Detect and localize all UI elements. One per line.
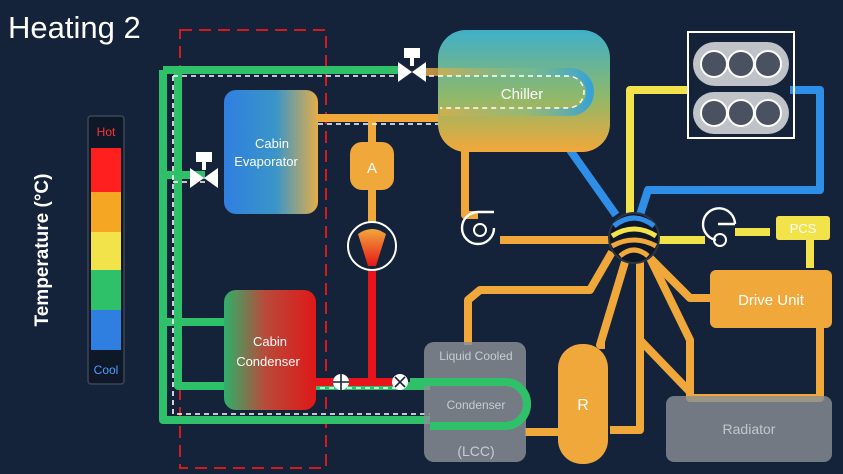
lcc-label-1: Liquid Cooled (439, 349, 512, 363)
drive-unit-label: Drive Unit (738, 292, 805, 309)
chiller-label: Chiller (501, 86, 544, 103)
evaporator-expansion-valve (190, 152, 218, 188)
coolant-r-return (610, 250, 644, 434)
valve-actuator-icon (404, 48, 420, 58)
coolant-pump-right (701, 207, 737, 247)
pcs-body (776, 216, 830, 240)
battery-cell-icon (700, 99, 728, 127)
valve-right-icon (412, 62, 426, 82)
valve-left-icon (398, 62, 412, 82)
legend-swatch-mild (91, 232, 121, 270)
legend-swatch-warm (91, 192, 121, 232)
refrigerant-green-outer (159, 70, 430, 424)
coolant-chiller-to-valve-blue (566, 147, 620, 218)
battery-cell-icon (700, 50, 728, 78)
cabin-evaporator-body (224, 90, 318, 214)
pump-icon (460, 210, 496, 246)
battery-cell-icon (754, 50, 782, 78)
battery-yellow-supply (626, 86, 688, 215)
battery-frame (687, 31, 795, 139)
coolant-loops (461, 86, 824, 436)
cabin-condenser-label-2: Condenser (236, 354, 300, 369)
valve-actuator-icon (196, 152, 212, 162)
lcc-label-2: Condenser (447, 398, 506, 412)
radiator-body (666, 396, 832, 462)
cabin-condenser: Cabin Condenser (224, 290, 316, 410)
temperature-legend: Hot Cool Temperature (°C) (32, 115, 125, 385)
chiller-body (438, 30, 610, 152)
pump-icon (701, 207, 737, 242)
legend-swatch-cold (91, 310, 121, 350)
battery-cell-icon (754, 99, 782, 127)
valve-right-icon (204, 168, 218, 188)
chiller: Chiller (420, 30, 610, 152)
refrigerant-flow-dashes (172, 75, 430, 415)
legend-axis-label: Temperature (°C) (32, 174, 53, 327)
cabin-evaporator: Cabin Evaporator (224, 90, 318, 214)
lcc-label-3: (LCC) (457, 443, 494, 459)
octovalve (608, 212, 660, 264)
coolant-chiller-to-pump (461, 150, 478, 219)
chiller-expansion-valve (398, 48, 426, 82)
compressor-icon (358, 229, 386, 266)
battery-blue-return (636, 86, 824, 217)
legend-cool-label: Cool (94, 363, 119, 377)
cabin-evaporator-label-2: Evaporator (234, 154, 298, 169)
coolant-pump-left (460, 210, 496, 246)
drive-unit: Drive Unit (710, 270, 832, 328)
pcs-label: PCS (790, 221, 817, 236)
lcc-body (424, 342, 526, 462)
liquid-cooled-condenser: Liquid Cooled Condenser (LCC) (410, 342, 531, 462)
cabin-hvac-outline (179, 29, 327, 469)
coolant-valve-to-lcc (464, 249, 616, 345)
radiator-label: Radiator (723, 421, 776, 437)
battery-cell-icon (727, 50, 755, 78)
reservoir-label: R (577, 397, 589, 414)
valve-left-icon (190, 168, 204, 188)
cabin-evaporator-label-1: Cabin (255, 136, 289, 151)
accumulator-label: A (367, 160, 377, 177)
cabin-condenser-body (224, 290, 316, 410)
battery-cell-icon (727, 99, 755, 127)
cabin-condenser-label-1: Cabin (253, 334, 287, 349)
battery-pack (687, 31, 795, 139)
red-line-valves (333, 374, 408, 390)
drive-unit-body (710, 270, 832, 328)
pcs: PCS (776, 216, 830, 240)
reservoir: R (558, 344, 608, 464)
coolant-valve-to-r (596, 260, 629, 349)
lcc-coil (410, 378, 531, 430)
legend-hot-label: Hot (97, 125, 116, 139)
legend-swatch-hot (91, 148, 121, 192)
reservoir-body (558, 344, 608, 464)
chiller-coil (420, 68, 594, 116)
accumulator-body (350, 142, 394, 190)
chiller-coil-dashes (420, 75, 585, 109)
coolant-drive-return (647, 255, 710, 302)
accumulator: A (350, 142, 394, 190)
radiator: Radiator (666, 396, 832, 462)
legend-swatch-cool (91, 270, 121, 310)
refrigerant-lines (159, 66, 531, 430)
page-title: Heating 2 (8, 10, 141, 45)
compressor (347, 221, 397, 271)
